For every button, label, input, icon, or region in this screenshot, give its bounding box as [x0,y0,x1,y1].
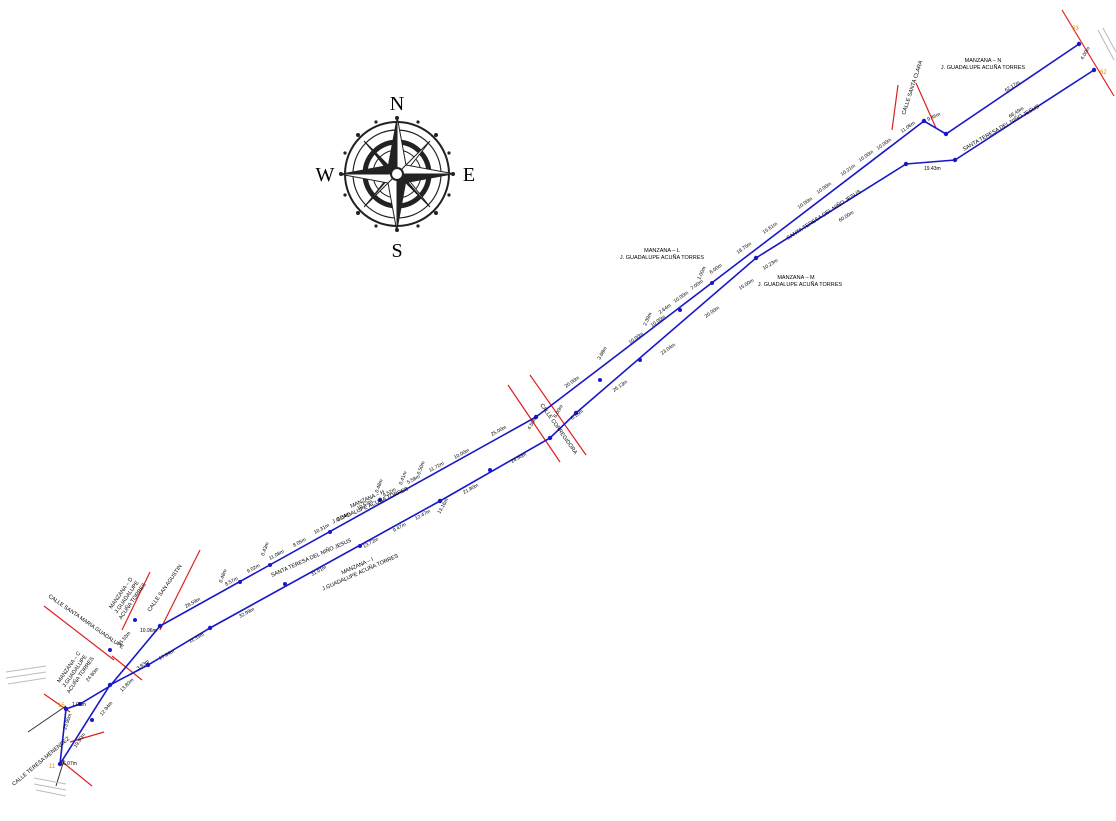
measure-upper: 10.00m [797,196,814,210]
measure-lower: 9.47m [392,522,407,534]
measure-lower: 10.23m [762,258,779,272]
manzana-m-title: MANZANA – M [777,275,815,281]
manzana-i-owner: J.GUADALUPE ACUÑA TORRES [321,552,400,592]
measure-upper: 9.46m [926,111,941,122]
street-santa-clara: CALLE SANTA CLARA [901,60,924,116]
measure-lower: 3.93m [136,659,151,672]
black-boundary-lines [27,705,67,787]
measure-left: 23.90m [62,713,73,731]
measure-upper: 2.39m [642,312,653,327]
measure-upper: 10.00m [628,331,645,345]
measure-lower: 15.00m [738,278,755,292]
measure-upper: 5.58m [406,474,421,486]
measure-upper: 3.68m [597,346,609,361]
point-15: 15 [58,703,65,709]
measure-lower: 31.01m [310,565,328,578]
point-62: 62 [1100,70,1107,76]
measure-upper: 8.84m [336,511,351,523]
boundary-lines [59,43,1095,765]
measure-upper: 0.48m [218,569,228,584]
compass-west: W [316,164,335,186]
measure-lower: 6.15m [570,409,585,422]
measure-lower: 21.80m [462,483,480,496]
measure-upper: 20.00m [564,375,581,389]
point-63: 63 [1072,26,1079,32]
measure-upper: 0.41m [398,471,408,486]
compass-south: S [391,240,402,262]
measure-upper: 10.96m [140,628,157,634]
measure-lower: 24.90m [510,452,528,465]
manzana-n-owner: J. GUADALUPE ACUÑA TORRES [941,64,1025,71]
compass-north: N [390,93,404,115]
manzana-l-title: MANZANA – L [644,248,680,254]
manzana-l-owner: J. GUADALUPE ACUÑA TORRES [620,254,704,261]
measure-upper: 11.08m [268,549,285,562]
measure-lower: 12.94m [99,701,114,718]
measure-upper: 10.21m [840,163,857,177]
measure-upper: 8.57m [224,576,239,588]
upper-boundary [59,43,1080,765]
measure-lower: 17.84m [158,649,176,662]
street-nino-jesus-east: SANTA TERESA DEL NIÑO JESUS [962,103,1041,153]
measure-lower: 32.99m [238,607,256,620]
measure-left: 6.00m [553,404,565,419]
measure-upper: 10.00m [876,137,893,151]
measure-upper: 25.00m [490,425,508,438]
measure-upper: 8.05m [292,537,307,549]
measure-upper: 9.52m [382,487,397,499]
measure-upper: 0.50m [416,461,426,476]
survey-vertices [57,41,1097,767]
measure-upper: 0.48m [374,479,384,494]
measure-upper: 9.02m [246,563,261,575]
measure-lower: 60.00m [838,210,855,224]
manzana-n-title: MANZANA – N [965,58,1002,64]
compass-rose-icon [338,115,456,233]
compass-east: E [463,164,475,186]
measure-lower: 23.04m [660,342,677,356]
point-11: 11 [49,764,56,770]
measure-upper: 6.00m [709,263,724,276]
measure-upper: 62.17m [1004,80,1021,94]
measure-upper: 10.31m [313,523,331,536]
measure-upper: 1.00m [696,266,707,281]
manzana-m-owner: J. GUADALUPE ACUÑA TORRES [758,281,842,288]
measure-lower: 20.00m [704,305,721,319]
measure-lower: 19.43m [924,166,941,172]
measure-upper: 0.43m [260,542,270,557]
measure-left: 6.07m [63,761,77,767]
measure-left: 1.06m [72,702,86,708]
street-san-agustin: CALLE SAN AGUSTIN [147,564,184,613]
measure-left: 4.00m [1080,46,1092,61]
measure-lower: 11.33m [188,632,205,645]
street-crossing-lines [43,9,1115,787]
measure-lower: 26.13m [612,379,629,393]
faint-annotations [5,27,1116,797]
